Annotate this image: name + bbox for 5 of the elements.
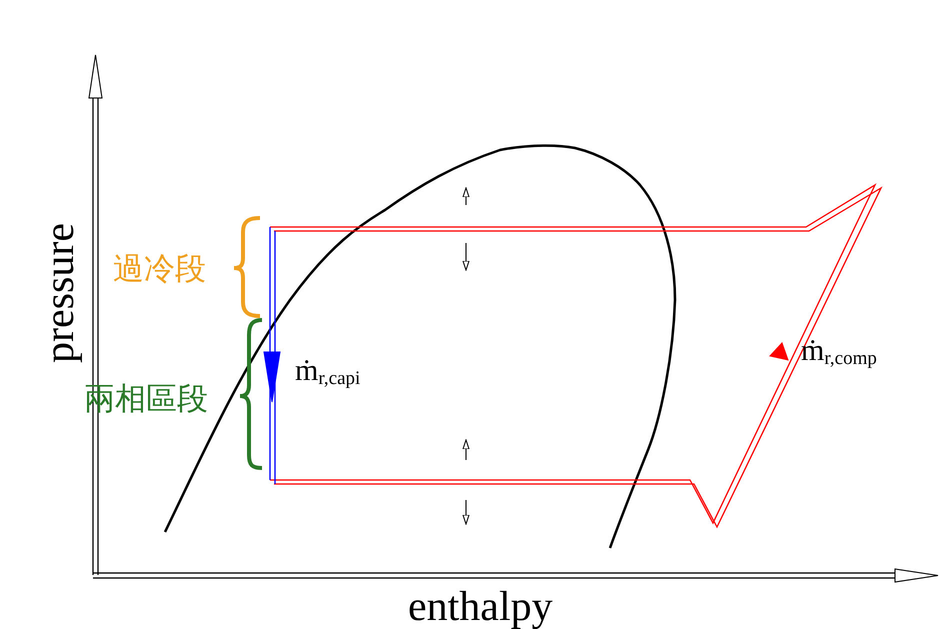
region-label: 過冷段 [113, 254, 206, 285]
axis-label: enthalpy [408, 586, 553, 628]
axis-label: pressure [39, 222, 81, 365]
mass-flow-label: ṁ$_{r,comp}$ [801, 336, 877, 368]
mass-flow-label: ṁ$_{r,capi}$ [295, 356, 360, 388]
